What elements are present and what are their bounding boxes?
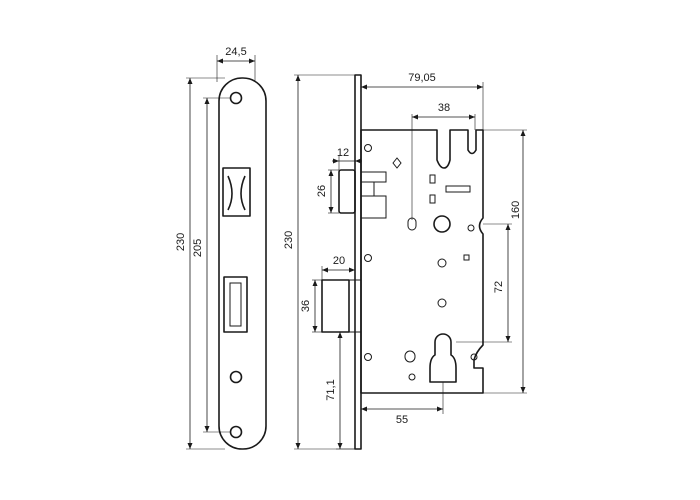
bolt-height-label: 36 bbox=[300, 300, 312, 312]
slot-b bbox=[429, 194, 436, 204]
faceplate-height-dimension: 230 bbox=[175, 77, 225, 450]
faceplate-height-label: 230 bbox=[175, 233, 187, 251]
bolt-slot-inner bbox=[229, 282, 242, 327]
faceplate-hole-spacing-label: 205 bbox=[192, 239, 204, 257]
latch bbox=[338, 169, 356, 214]
faceplate-width-label: 24,5 bbox=[225, 46, 246, 58]
case-height-dimension: 160 bbox=[483, 129, 527, 394]
latch-tail-upper bbox=[360, 171, 387, 183]
faceplate bbox=[218, 77, 267, 450]
faceplate-hole-spacing-dimension: 205 bbox=[192, 97, 230, 433]
case-screw-right bbox=[470, 353, 478, 361]
case-screw-bottom bbox=[364, 353, 372, 361]
front-plate-edge bbox=[354, 74, 362, 450]
trigger-pin bbox=[392, 157, 402, 169]
handle-offset-label: 38 bbox=[438, 102, 450, 114]
follower-spindle-hole bbox=[433, 215, 451, 233]
latch-slot bbox=[222, 167, 251, 217]
case-screw-lower bbox=[437, 298, 447, 308]
bolt-width-label: 20 bbox=[333, 255, 345, 267]
faceplate-top-screw-hole bbox=[229, 91, 243, 105]
small-square bbox=[463, 254, 470, 261]
backset-dimension: 55 bbox=[361, 382, 444, 426]
lock-height-label: 230 bbox=[283, 231, 295, 249]
handle-to-cylinder-dimension: 72 bbox=[456, 223, 512, 343]
faceplate-bottom-screw-hole bbox=[229, 425, 243, 439]
bolt-slot bbox=[223, 276, 248, 333]
lock-depth-dimension: 79,05 bbox=[360, 72, 484, 130]
bolt bbox=[321, 279, 350, 333]
case-screw-middle bbox=[364, 254, 372, 262]
handle-offset-dimension: 38 bbox=[411, 102, 476, 220]
slot-a bbox=[429, 174, 436, 184]
latch-width-label: 12 bbox=[337, 147, 349, 159]
euro-cylinder-hole bbox=[429, 333, 457, 383]
case-screw-top bbox=[364, 144, 372, 152]
cylinder-from-bottom-dimension: 71,1 bbox=[325, 331, 355, 450]
latch-tail-lower bbox=[360, 195, 387, 219]
handle-to-cylinder-label: 72 bbox=[493, 281, 505, 293]
lock-depth-label: 79,05 bbox=[408, 72, 436, 84]
cylinder-screw-slot bbox=[404, 350, 416, 363]
lock-case-outline bbox=[360, 129, 484, 394]
faceplate-outline bbox=[218, 77, 267, 450]
case-height-label: 160 bbox=[510, 201, 522, 219]
slot-c bbox=[445, 185, 471, 193]
lock-body bbox=[321, 74, 484, 450]
cylinder-pin bbox=[408, 373, 416, 381]
follower-pin bbox=[467, 224, 475, 232]
faceplate-width-dimension: 24,5 bbox=[216, 46, 256, 82]
latch-height-dimension: 26 bbox=[316, 169, 339, 214]
cylinder-from-bottom-label: 71,1 bbox=[325, 379, 337, 400]
bolt-height-dimension: 36 bbox=[300, 279, 322, 333]
latch-width-dimension: 12 bbox=[332, 147, 362, 170]
faceplate-lower-screw-hole bbox=[229, 370, 243, 384]
bolt-width-dimension: 20 bbox=[321, 255, 356, 280]
case-screw-center bbox=[437, 258, 447, 268]
backset-label: 55 bbox=[396, 414, 408, 426]
lock-height-dimension: 230 bbox=[283, 74, 358, 450]
latch-height-label: 26 bbox=[316, 185, 328, 197]
